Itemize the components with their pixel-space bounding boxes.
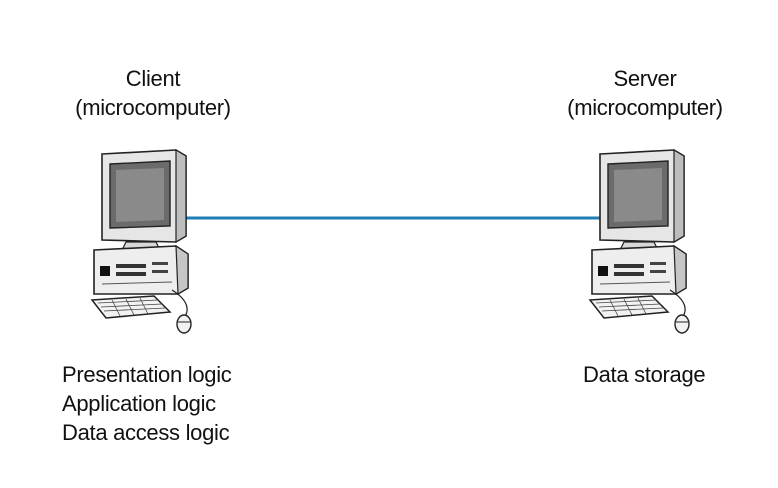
server-title: Server (microcomputer) — [555, 64, 735, 122]
client-computer-icon — [90, 148, 192, 334]
client-title-type: (microcomputer) — [75, 95, 231, 120]
server-computer-icon — [588, 148, 690, 334]
client-title-name: Client — [125, 66, 181, 91]
server-roles-list: Data storage — [583, 360, 706, 389]
client-roles-list: Presentation logic Application logic Dat… — [62, 360, 232, 447]
client-role-application: Application logic — [62, 391, 216, 416]
server-title-type: (microcomputer) — [567, 95, 723, 120]
client-role-presentation: Presentation logic — [62, 362, 232, 387]
client-role-data-access: Data access logic — [62, 420, 230, 445]
server-title-name: Server — [613, 66, 677, 91]
client-title: Client (microcomputer) — [58, 64, 248, 122]
server-role-data-storage: Data storage — [583, 362, 706, 387]
